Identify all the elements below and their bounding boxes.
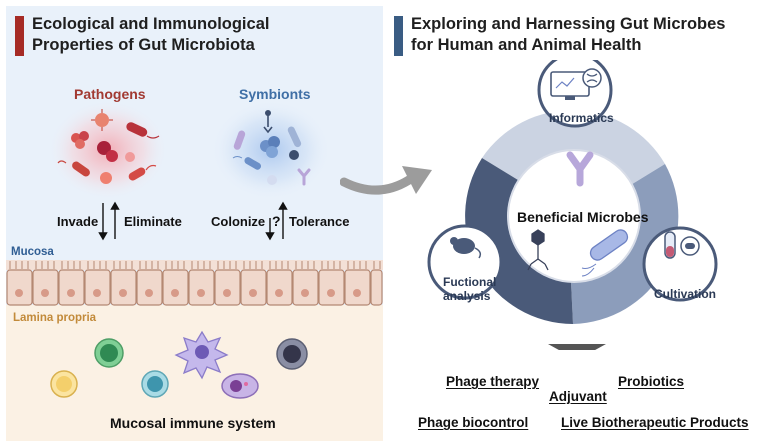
epithelium-illustration xyxy=(6,260,383,306)
right-title-line1: Exploring and Harnessing Gut Microbes xyxy=(411,15,726,33)
functional-line2: analysis xyxy=(443,289,491,303)
invade-label: Invade xyxy=(57,214,99,229)
left-title-line1: Ecological and Immunological xyxy=(32,15,270,33)
bacillus-icon xyxy=(126,122,148,137)
computer-icon xyxy=(550,68,602,100)
informatics-label: Informatics xyxy=(549,111,614,125)
b-cell-icon xyxy=(50,370,78,398)
phage-biocontrol-label: Phage biocontrol xyxy=(418,415,529,430)
pathogens-label: Pathogens xyxy=(74,86,146,102)
beneficial-microbes-label: Beneficial Microbes xyxy=(517,209,649,225)
t-cell-icon xyxy=(94,338,124,368)
live-biotherapeutic-label: Live Biotherapeutic Products xyxy=(561,415,749,430)
colonize-label: Colonize xyxy=(211,214,266,229)
macrophage-icon xyxy=(276,338,308,370)
virus-icon xyxy=(95,113,109,127)
flow-arrows xyxy=(98,201,288,241)
phage-icon xyxy=(263,115,273,134)
right-title-bar xyxy=(394,16,403,56)
symbiont-cluster xyxy=(211,100,331,200)
mucosal-immune-system-label: Mucosal immune system xyxy=(110,415,276,431)
left-title: Ecological and Immunological Properties … xyxy=(32,14,269,56)
eliminate-label: Eliminate xyxy=(124,214,182,229)
cycle-diagram xyxy=(427,60,718,350)
microbes-illustration xyxy=(48,100,331,200)
coccus-icon xyxy=(97,141,111,155)
symbionts-label: Symbionts xyxy=(239,86,311,102)
mouse-icon xyxy=(450,237,482,259)
phage-center-icon xyxy=(527,229,549,271)
left-title-line2: Properties of Gut Microbiota xyxy=(32,36,255,54)
cultivation-label: Cultivation xyxy=(654,287,716,301)
test-tube-icon xyxy=(664,231,700,259)
functional-line1: Fuctional xyxy=(443,275,497,289)
funnel-arrow-icon xyxy=(548,344,606,350)
monocyte-icon xyxy=(141,370,169,398)
bacterium-center-icon xyxy=(581,229,629,277)
epithelial-cells xyxy=(6,269,383,306)
connecting-arrow-icon xyxy=(340,166,432,195)
pathogen-cluster xyxy=(48,100,168,200)
tolerance-label: Tolerance xyxy=(289,214,350,229)
adjuvant-label: Adjuvant xyxy=(549,389,607,404)
left-title-bar xyxy=(15,16,24,56)
right-title-line2: for Human and Animal Health xyxy=(411,36,642,54)
dendritic-cell-icon xyxy=(174,330,229,380)
mucosa-label: Mucosa xyxy=(11,246,54,258)
functional-analysis-node xyxy=(427,224,503,300)
y-cell-icon xyxy=(566,151,594,187)
right-title: Exploring and Harnessing Gut Microbes fo… xyxy=(411,14,725,56)
immune-cells-illustration xyxy=(50,330,308,399)
phage-therapy-label: Phage therapy xyxy=(446,374,540,389)
granulocyte-icon xyxy=(221,373,259,399)
probiotics-label: Probiotics xyxy=(618,374,685,389)
question-mark: ? xyxy=(272,213,281,229)
lamina-propria-label: Lamina propria xyxy=(13,312,97,324)
